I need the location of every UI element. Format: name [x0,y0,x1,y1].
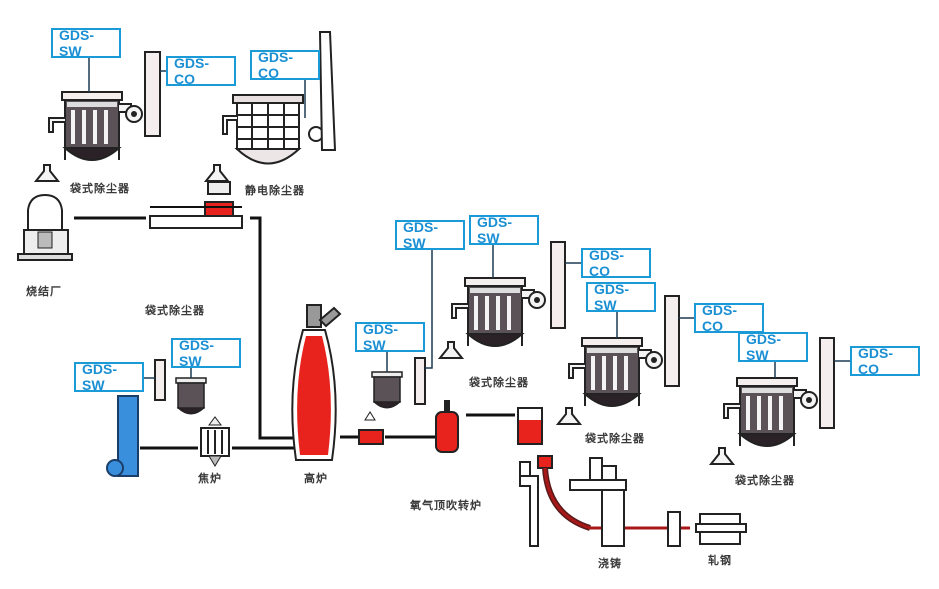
label-bag-filter-sinter: 袋式除尘器 [70,182,130,195]
continuous-caster [519,455,690,547]
rolling-mill [695,513,747,545]
bag-filter-sinter [35,51,161,182]
label-coke-oven: 焦炉 [198,472,222,485]
label-bag-filter-3: 袋式除尘器 [585,432,645,445]
gds-sw-tag-sinter-bag-filter[interactable]: GDS-SW [51,27,121,59]
electrostatic-precipitator [222,31,337,165]
blue-chimney [106,395,139,477]
gds-co-tag-stack-4[interactable]: GDS-CO [850,345,920,377]
oxygen-converter [435,400,459,453]
coke-oven [200,416,230,467]
coke-bag-filter [154,359,207,415]
gds-sw-tag-bag-filter-3[interactable]: GDS-SW [586,281,656,313]
label-steel-rolling: 轧钢 [708,554,732,567]
sensor-leads [88,58,850,379]
label-bag-filter-coke: 袋式除尘器 [145,304,205,317]
label-bag-filter-2: 袋式除尘器 [469,376,529,389]
gds-sw-tag-converter-bag-filter[interactable]: GDS-SW [355,321,425,353]
gds-sw-tag-coke-bag-filter[interactable]: GDS-SW [171,337,241,369]
gds-co-tag-esp[interactable]: GDS-CO [250,49,320,81]
gds-sw-tag-bag-filter-4[interactable]: GDS-SW [738,331,808,363]
gds-sw-tag-bag-filter-2[interactable]: GDS-SW [469,214,539,246]
label-bag-filter-4: 袋式除尘器 [735,474,795,487]
converter-bag-filter [364,357,426,421]
process-lines [74,216,515,450]
bag-filter-3 [557,295,680,425]
label-blast-furnace: 高炉 [304,472,328,485]
gds-co-tag-stack-3[interactable]: GDS-CO [694,302,764,334]
gds-co-tag-stack-2[interactable]: GDS-CO [581,247,651,279]
sinter-conveyor [149,164,243,229]
blast-furnace [291,304,342,461]
bag-filter-2 [439,241,566,359]
hot-metal-ladle [358,429,384,445]
label-electrostatic-precipitator: 静电除尘器 [245,184,305,197]
label-sintering-plant: 烧结厂 [26,285,62,298]
bag-filter-4 [710,337,835,465]
label-continuous-casting: 浇铸 [598,557,622,570]
gds-sw-tag-coke-stack[interactable]: GDS-SW [74,361,144,393]
gds-co-tag-sinter-stack[interactable]: GDS-CO [166,55,236,87]
sintering-plant [17,193,73,261]
steel-ladle [517,407,543,445]
label-oxygen-converter: 氧气顶吹转炉 [410,499,482,512]
gds-sw-tag-converter-stack[interactable]: GDS-SW [395,219,465,251]
